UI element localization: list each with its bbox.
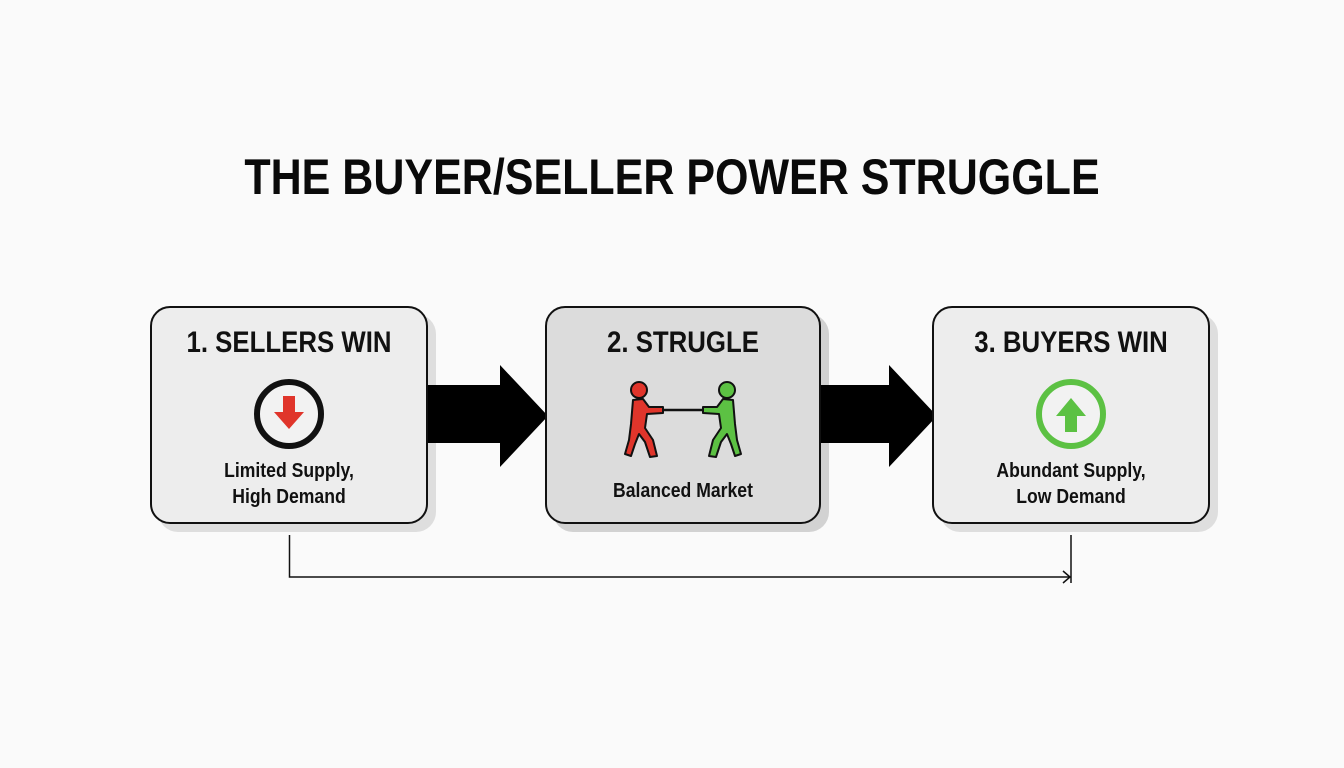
up-arrow-circle-icon — [1033, 376, 1109, 457]
right-arrow-icon — [821, 365, 937, 467]
stage-3-box: 3. BUYERS WIN Abundant Supply, Low Deman… — [932, 306, 1210, 524]
stage-3-caption-line-1: Abundant Supply, — [996, 460, 1146, 482]
stage-1-title: 1. SELLERS WIN — [186, 326, 392, 359]
right-arrow-icon — [428, 365, 548, 467]
stage-1-caption-line-1: Limited Supply, — [224, 460, 354, 482]
stage-2-caption-line-1: Balanced Market — [613, 480, 753, 502]
stage-3-title: 3. BUYERS WIN — [974, 326, 1168, 359]
stage-2-title: 2. STRUGLE — [607, 326, 759, 359]
stage-1-box: 1. SELLERS WIN Limited Supply, High Dema… — [150, 306, 428, 524]
stage-2-caption: Balanced Market — [563, 478, 802, 504]
stage-1-caption-line-2: High Demand — [232, 486, 346, 508]
diagram-title: THE BUYER/SELLER POWER STRUGGLE — [244, 149, 1100, 205]
stage-3-caption-line-2: Low Demand — [1016, 486, 1126, 508]
stage-1-caption: Limited Supply, High Demand — [168, 458, 409, 510]
tug-of-war-icon — [623, 380, 743, 467]
stage-3-caption: Abundant Supply, Low Demand — [950, 458, 1191, 510]
down-arrow-circle-icon — [251, 376, 327, 457]
stage-2-box: 2. STRUGLE Balanced Market — [545, 306, 821, 524]
